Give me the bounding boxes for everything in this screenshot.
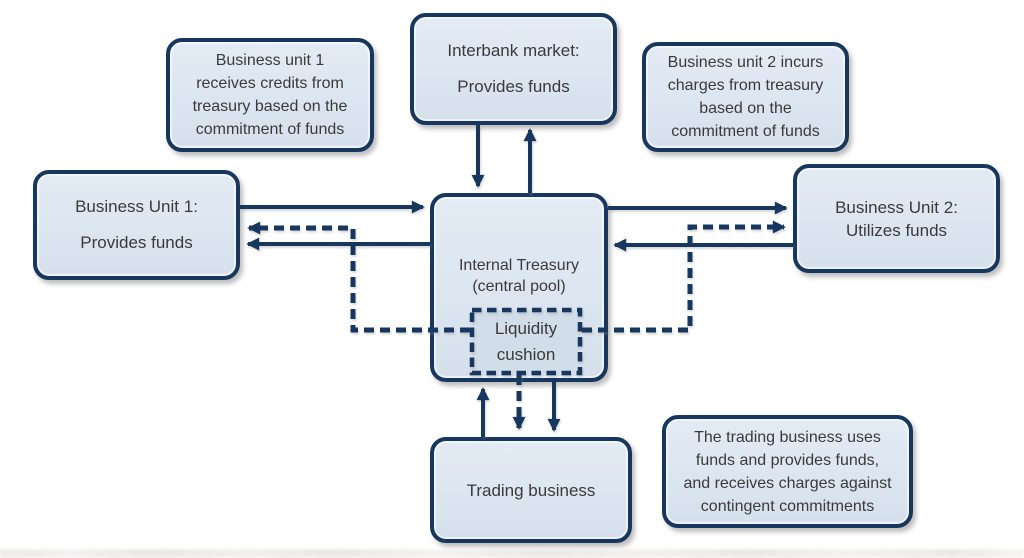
node-label-line: cushion [496,344,556,364]
node-trading-business: Trading business [430,437,632,543]
node-label-line: Business Unit 1: [75,197,198,216]
note-business-unit-1: Business unit 1 receives credits from tr… [166,38,374,152]
note-line: commitment of funds [671,123,820,140]
note-line: Business unit 1 [215,52,325,69]
note-line: The trading business uses [694,428,881,446]
node-label-line: Provides funds [457,77,570,96]
note-line: based on the [699,100,792,117]
note-business-unit-2: Business unit 2 incurs charges from trea… [642,42,849,152]
node-liquidity-cushion: Liquidity cushion [472,310,580,373]
note-trading-business: The trading business uses funds and prov… [662,415,913,528]
note-line: treasury based on the [192,98,348,115]
note-line: charges from treasury [667,77,824,94]
node-label-line: Trading business [466,480,596,500]
note-line: and receives charges against [683,474,892,492]
node-business-unit-2: Business Unit 2: Utilizes funds [793,164,1000,273]
bottom-crop-band [0,549,1024,558]
node-label-line: Business Unit 2: [835,197,958,217]
note-line: receives credits from [196,75,344,92]
note-line: contingent commitments [700,497,875,515]
edge-cushion-to-bu2-dashed [582,220,786,333]
note-line: commitment of funds [195,121,345,138]
node-label-line: Internal Treasury [458,257,580,274]
note-line: Business unit 2 incurs [667,54,824,71]
note-line: funds and provides funds, [695,451,880,469]
node-label-line: (central pool) [472,278,566,295]
node-business-unit-1: Business Unit 1: Provides funds [33,170,240,280]
node-interbank-market: Interbank market: Provides funds [410,13,617,125]
node-label-line: Provides funds [80,233,193,252]
node-label-line: Liquidity [494,318,558,338]
node-label-line: Utilizes funds [845,220,948,240]
node-label-line: Interbank market: [447,41,580,60]
